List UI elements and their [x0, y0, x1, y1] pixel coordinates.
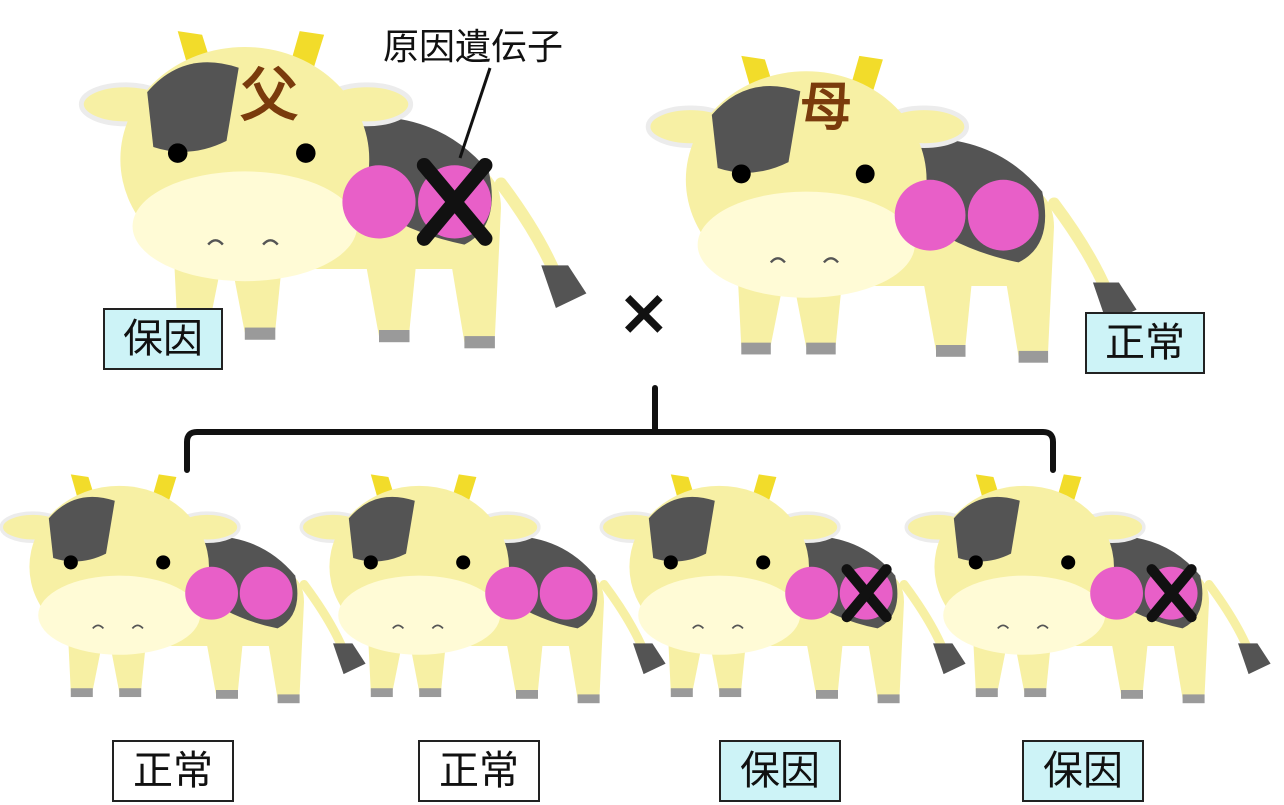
cause-gene-callout: 原因遺伝子	[383, 27, 564, 68]
gene-ball	[785, 566, 838, 620]
father-cow	[81, 31, 586, 348]
father-sex-mark: 父	[240, 61, 298, 129]
gene-ball	[239, 566, 293, 620]
cause-gene-x-mark	[841, 564, 892, 623]
offspring-3-status-label: 保因	[719, 740, 841, 802]
gene-ball	[485, 566, 538, 620]
mother-cow	[648, 56, 1137, 363]
offspring-cow-1	[1, 474, 365, 703]
gene-callout-line	[458, 67, 492, 159]
offspring-4-status-label: 保因	[1022, 740, 1144, 802]
offspring-cow-4	[906, 474, 1270, 703]
offspring-cow-2	[301, 474, 665, 703]
cause-gene-x-mark	[1146, 564, 1197, 623]
gene-ball	[967, 179, 1039, 251]
gene-ball	[185, 566, 238, 620]
offspring-2-status-label: 正常	[418, 740, 540, 802]
mother-status-label: 正常	[1085, 312, 1205, 374]
gene-ball	[1090, 566, 1143, 620]
mother-sex-mark: 母	[800, 78, 852, 138]
offspring-1-status-label: 正常	[112, 740, 234, 802]
gene-ball	[342, 165, 416, 239]
father-status-label: 保因	[103, 308, 223, 370]
offspring-cow-3	[601, 474, 965, 703]
cause-gene-x-mark	[416, 157, 493, 246]
gene-ball	[894, 179, 966, 251]
cross-symbol: ×	[617, 276, 671, 350]
offspring-bracket	[184, 385, 1056, 473]
gene-ball	[539, 566, 593, 620]
